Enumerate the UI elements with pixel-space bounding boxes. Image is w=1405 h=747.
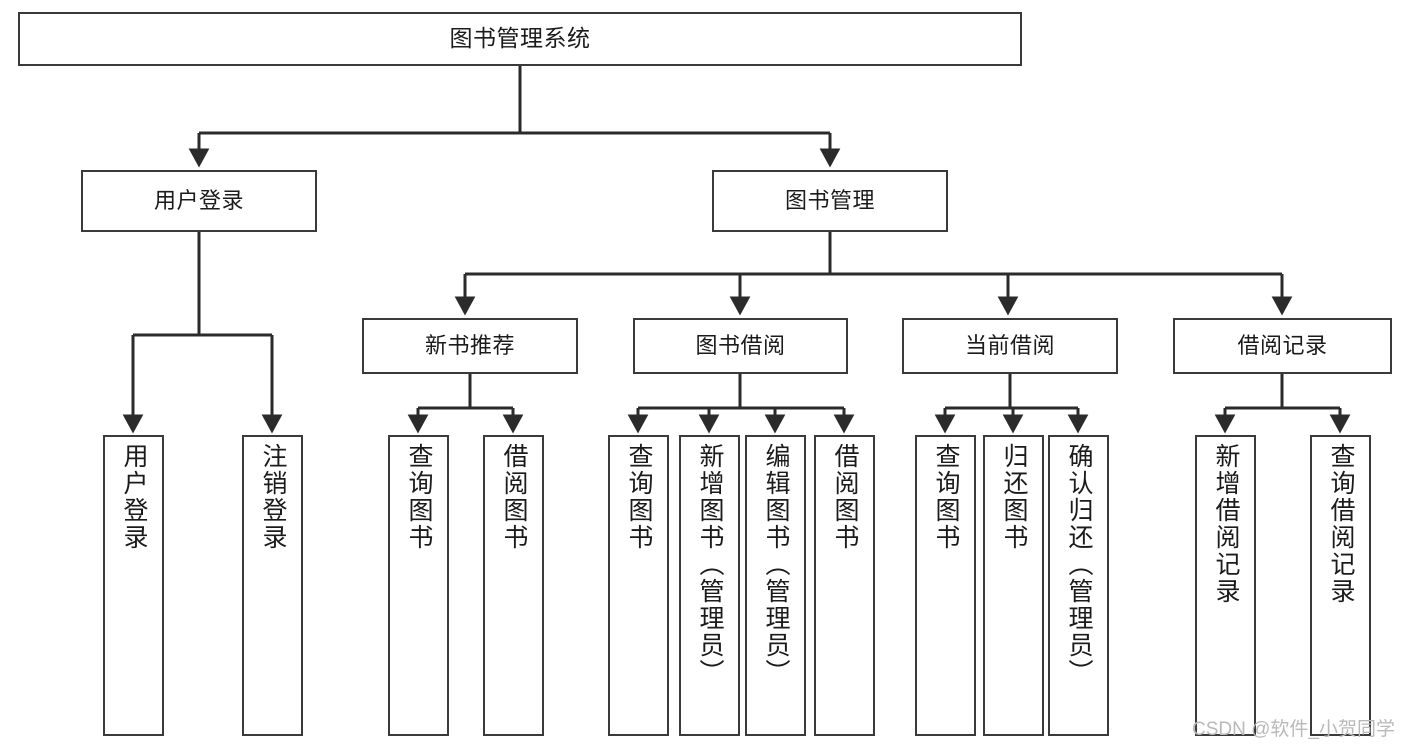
watermark-text: CSDN @软件_小贺同学 xyxy=(1192,719,1395,740)
node-label: 新书推荐 xyxy=(424,333,515,359)
node-label: 确认归还（管理员） xyxy=(1065,443,1093,686)
node-label: 归还图书 xyxy=(1000,443,1028,551)
node-book-manage[interactable]: 图书管理 xyxy=(712,170,948,232)
node-label: 当前借阅 xyxy=(964,333,1055,359)
node-root-book-management-system[interactable]: 图书管理系统 xyxy=(18,12,1022,66)
node-label: 借阅图书 xyxy=(831,443,859,551)
node-label: 新增借阅记录 xyxy=(1212,443,1240,605)
node-label: 图书管理系统 xyxy=(449,25,591,52)
node-leaf-add-record[interactable]: 新增借阅记录 xyxy=(1195,435,1256,736)
node-label: 借阅图书 xyxy=(500,443,528,551)
node-new-book-recommend[interactable]: 新书推荐 xyxy=(362,318,578,374)
node-leaf-query-book-1[interactable]: 查询图书 xyxy=(388,435,449,736)
node-leaf-borrow-book-1[interactable]: 借阅图书 xyxy=(483,435,544,736)
node-leaf-query-book-2[interactable]: 查询图书 xyxy=(608,435,669,736)
node-label: 查询借阅记录 xyxy=(1327,443,1355,605)
node-leaf-query-record[interactable]: 查询借阅记录 xyxy=(1310,435,1371,736)
node-leaf-logout[interactable]: 注销登录 xyxy=(242,435,303,736)
node-label: 新增图书（管理员） xyxy=(696,443,724,686)
node-label: 注销登录 xyxy=(259,443,287,551)
node-leaf-confirm-return[interactable]: 确认归还（管理员） xyxy=(1048,435,1109,736)
node-label: 用户登录 xyxy=(120,443,148,551)
node-label: 用户登录 xyxy=(153,188,244,214)
node-borrow-record[interactable]: 借阅记录 xyxy=(1173,318,1392,374)
node-label: 查询图书 xyxy=(625,443,653,551)
node-label: 图书借阅 xyxy=(695,333,786,359)
node-leaf-return-book[interactable]: 归还图书 xyxy=(983,435,1044,736)
node-label: 编辑图书（管理员） xyxy=(762,443,790,686)
node-label: 查询图书 xyxy=(932,443,960,551)
node-label: 图书管理 xyxy=(784,188,875,214)
node-leaf-edit-book[interactable]: 编辑图书（管理员） xyxy=(745,435,806,736)
node-leaf-borrow-book-2[interactable]: 借阅图书 xyxy=(814,435,875,736)
node-label: 借阅记录 xyxy=(1237,333,1328,359)
node-book-borrow[interactable]: 图书借阅 xyxy=(633,318,848,374)
node-label: 查询图书 xyxy=(405,443,433,551)
node-current-borrow[interactable]: 当前借阅 xyxy=(902,318,1118,374)
node-leaf-query-book-3[interactable]: 查询图书 xyxy=(915,435,976,736)
node-leaf-user-login[interactable]: 用户登录 xyxy=(103,435,164,736)
node-leaf-add-book[interactable]: 新增图书（管理员） xyxy=(679,435,740,736)
node-user-login[interactable]: 用户登录 xyxy=(81,170,317,232)
